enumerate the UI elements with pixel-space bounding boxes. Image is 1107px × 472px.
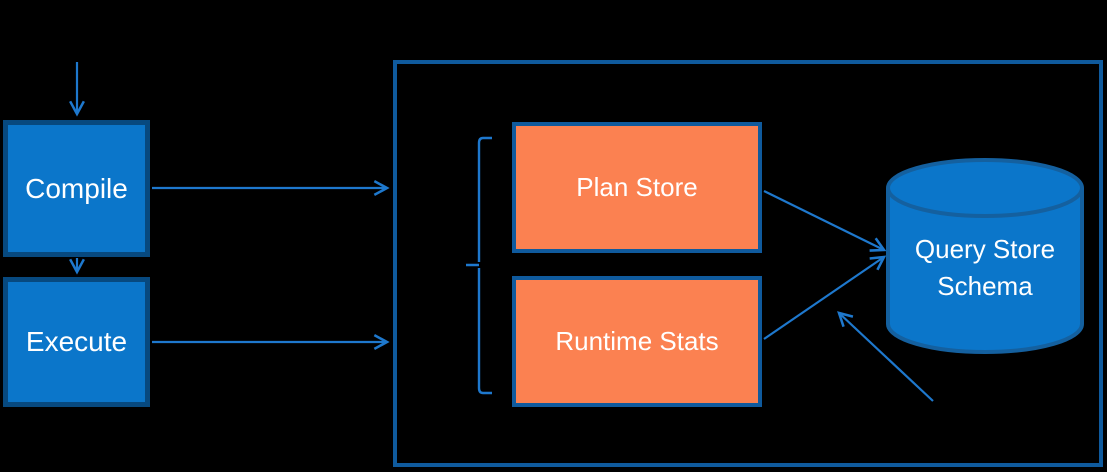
node-execute: Execute (3, 277, 150, 407)
node-compile-label: Compile (25, 172, 128, 204)
node-runtime-stats: Runtime Stats (512, 276, 762, 407)
node-runtime-stats-label: Runtime Stats (555, 326, 719, 356)
node-query-store-schema-label: Query Store Schema (914, 234, 1056, 301)
query-store-panel (393, 60, 1103, 467)
node-plan-store-label: Plan Store (576, 172, 698, 202)
node-compile: Compile (3, 120, 150, 257)
node-plan-store: Plan Store (512, 122, 762, 253)
node-execute-label: Execute (25, 326, 128, 357)
